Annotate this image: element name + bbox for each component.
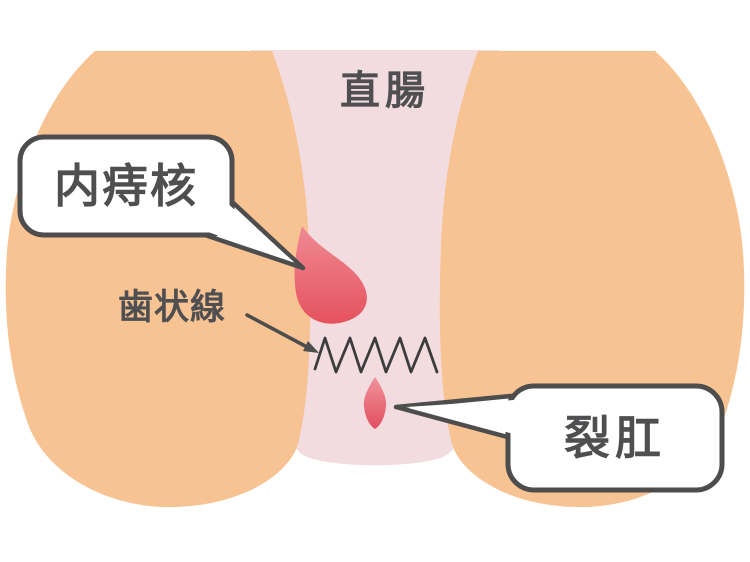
dentate-line-arrow — [245, 313, 319, 353]
label-internal-hemorrhoid: 内痔核 — [54, 159, 198, 213]
bubble-body — [17, 134, 235, 238]
speech-bubble-internal-hemorrhoid — [17, 134, 306, 271]
label-dentate-line: 歯状線 — [117, 287, 226, 328]
bubble-body — [505, 383, 725, 493]
anal-fissure-shape — [363, 377, 387, 429]
bubble-tail-join — [406, 400, 514, 434]
label-anal-fissure: 裂肛 — [564, 411, 666, 465]
bubble-tail-join — [208, 202, 294, 262]
internal-hemorrhoid-shape — [294, 226, 367, 324]
anal-canal-shape — [250, 50, 500, 466]
dentate-line-wave — [313, 336, 439, 374]
label-rectum: 直腸 — [340, 68, 430, 114]
speech-bubble-anal-fissure — [393, 383, 725, 493]
left-buttock-shape — [5, 51, 311, 508]
